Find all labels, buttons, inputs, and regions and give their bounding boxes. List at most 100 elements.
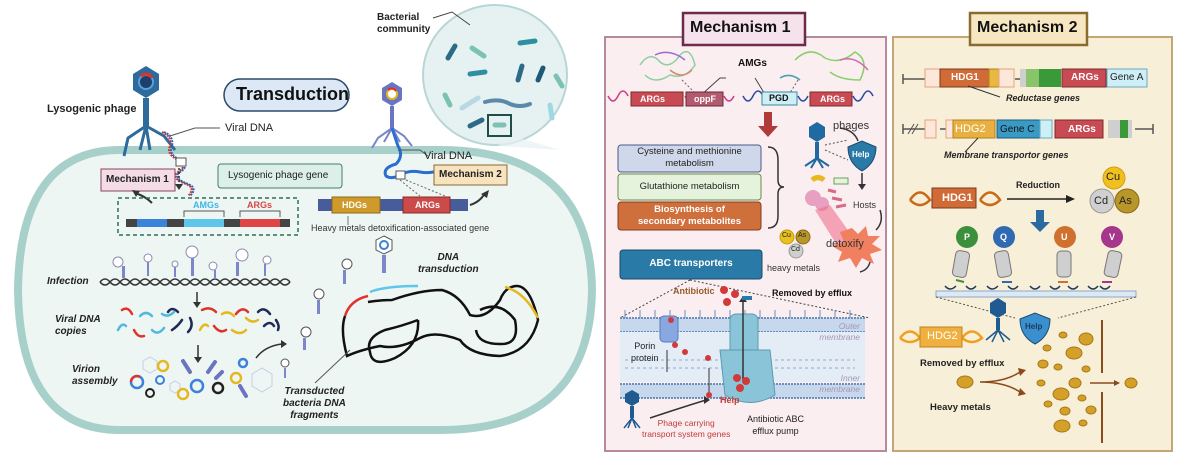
transduction-title: Transduction [236, 84, 350, 104]
viral-dna-copies-line1: Viral DNA [55, 314, 101, 325]
mechanism1-amgs-label: AMGs [738, 58, 767, 69]
bacterial-chromosome [341, 284, 540, 364]
efflux-pump-label: Antibiotic ABC efflux pump [747, 413, 804, 437]
metal-cd [788, 243, 804, 259]
lysogenic-phage-icon [122, 66, 195, 197]
pathway-cysteine-line2: metabolism [665, 158, 714, 169]
host-dna-helix [99, 278, 291, 286]
porin-line2: protein [631, 353, 659, 363]
inner-membrane-line1: Inner [840, 373, 860, 383]
infection-label: Infection [47, 276, 89, 287]
metal-as-label: As [798, 232, 807, 239]
pathway-cysteine-line1: Cysteine and methionine [637, 146, 742, 157]
transport-phage-icon [623, 390, 641, 429]
gene-args-row2: ARGs [1068, 124, 1096, 135]
gene-cluster-row1 [902, 68, 1148, 88]
help-label-pump: Help [720, 395, 740, 405]
help-label-m2: Help [1025, 322, 1043, 331]
mechanism1-title: Mechanism 1 [690, 19, 791, 36]
removed-by-efflux-label-m2: Removed by efflux [920, 358, 1005, 369]
protein-structure-icons [639, 50, 869, 81]
reduction-arrow-icon [1066, 195, 1075, 203]
help-shield-icon-m2 [1019, 312, 1051, 345]
protein-u-label: U [1061, 232, 1068, 242]
gene-args-row1: ARGs [1071, 72, 1099, 83]
mechanism2-title: Mechanism 2 [977, 19, 1078, 36]
viral-dna-copies-label: Viral DNA copies [55, 314, 101, 338]
hosts-label: Hosts [853, 200, 877, 210]
mechanism2-dna-strand [318, 196, 468, 214]
viral-dna-copies [116, 307, 280, 338]
efflux-pump-line1: Antibiotic ABC [747, 414, 805, 424]
gene-hdg1-row1: HDG1 [951, 72, 979, 83]
efflux-pump-line2: efflux pump [752, 426, 799, 436]
outer-membrane-label: Outer membrane [810, 321, 860, 343]
amgs-label-left: AMGs [193, 200, 220, 210]
gene-oppf: oppF [694, 94, 716, 104]
gene-pgd: PGD [769, 93, 789, 103]
metal-cd-label: Cd [791, 246, 800, 253]
args-label-left: ARGs [247, 200, 273, 210]
detoxify-burst [832, 226, 882, 268]
mechanism1-tag-label: Mechanism 1 [106, 174, 169, 185]
dna-transduction-line2: transduction [418, 264, 479, 275]
metal-cu-label: Cu [782, 232, 791, 239]
pathway-glutathione-label: Glutathione metabolism [639, 181, 740, 192]
viral-dna-copies-line2: copies [55, 326, 87, 337]
transducted-fragments-label: Transducted bacteria DNA fragments [283, 386, 346, 422]
metal-as [795, 229, 811, 245]
metal-cu-m2 [1102, 166, 1126, 190]
grouping-brace [767, 146, 785, 229]
hdg1-reduction-label: HDG1 [942, 192, 973, 204]
transducted-line3: fragments [290, 410, 339, 421]
hdg2-dna-icon [899, 326, 984, 348]
heavy-metal-particles [956, 331, 1138, 433]
mechanism2-title-box [968, 11, 1089, 47]
removed-by-efflux-label-m1: Removed by efflux [772, 288, 853, 298]
mechanism2-tag [433, 164, 508, 186]
bacteria-icons [442, 38, 565, 129]
pathway-biosynthesis-line1: Biosynthesis of [654, 204, 725, 215]
hdgs-label-left: HDGs [342, 200, 368, 210]
mechanism1-dna-strand [126, 210, 290, 227]
outer-membrane-line2: membrane [819, 332, 860, 342]
hdg2-efflux-label: HDG2 [927, 330, 958, 342]
metal-cu-m2-label: Cu [1106, 171, 1121, 183]
hdg1-dna-icon [908, 187, 1002, 209]
down-arrow-icon-m2 [1030, 222, 1050, 232]
antibiotic-molecules [668, 286, 750, 398]
outer-membrane-line1: Outer [838, 321, 860, 331]
pathway-cysteine-label: Cysteine and methionine metabolism [618, 146, 761, 170]
gene-hdg2-row2: HDG2 [955, 123, 986, 135]
virion-line1: Virion [72, 364, 100, 375]
help-shield-icon [847, 140, 877, 172]
reductase-genes-caption: Reductase genes [1006, 93, 1081, 103]
heavy-metals-gene-caption: Heavy metals detoxification-associated g… [311, 223, 490, 233]
heavy-metals-label-m1: heavy metals [767, 263, 821, 273]
bacterial-community-label: Bacterial community [377, 12, 430, 36]
mechanism2-tag-label: Mechanism 2 [439, 169, 502, 180]
lysogenic-gene-label: Lysogenic phage gene [228, 170, 329, 181]
reduction-label: Reduction [1016, 180, 1060, 190]
metal-as-m2 [1114, 188, 1140, 214]
phage-carrying-line2: transport system genes [642, 429, 731, 439]
phage-tails [181, 359, 248, 398]
community-highlight-box [487, 114, 512, 137]
bacterial-community-line1: Bacterial [377, 12, 420, 23]
metal-cu [779, 229, 795, 245]
detoxify-label: detoxify [826, 238, 864, 250]
pathway-biosynthesis-line2: secondary metabolites [638, 216, 741, 227]
mechanism1-title-box [681, 11, 807, 47]
pathway-box-biosynthesis [617, 201, 762, 231]
gene-c-row2: Gene C [1000, 124, 1035, 135]
lysogenic-phage-label: Lysogenic phage [47, 103, 137, 115]
protein-v-label: V [1109, 232, 1116, 242]
transducted-line2: bacteria DNA [283, 398, 346, 409]
mechanism1-panel [604, 11, 887, 452]
mechanism1-gene-strand [607, 90, 874, 107]
transduction-title-pill [223, 78, 350, 112]
metal-cd-m2 [1089, 188, 1115, 214]
receptor-bacteria-icons [944, 250, 1123, 290]
porin-line1: Porin [634, 341, 656, 351]
abc-transporters-label: ABC transporters [649, 258, 733, 269]
